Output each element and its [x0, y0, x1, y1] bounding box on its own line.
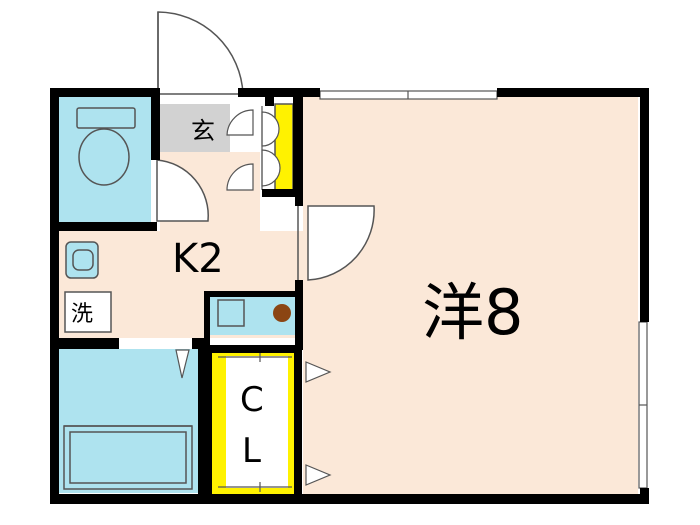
fridge-icon — [217, 299, 245, 327]
bathroom-door — [175, 349, 190, 379]
western-room-door — [297, 205, 375, 281]
entrance-floor — [160, 104, 230, 152]
laundry-box — [64, 291, 112, 333]
entrance-door — [157, 11, 244, 95]
shoe-cabinet-doors — [226, 109, 254, 191]
sink-icon — [65, 241, 99, 279]
kitchen-label: K2 — [172, 236, 224, 282]
western-room-label: 洋8 — [422, 276, 523, 349]
closet-l-label: L — [242, 431, 261, 471]
stove-burner-icon — [273, 304, 291, 322]
closet-c-label: C — [240, 380, 264, 420]
toilet-icon — [76, 107, 136, 186]
window-right — [638, 321, 648, 489]
closet-cl-inner — [226, 356, 288, 488]
toilet-door — [156, 159, 209, 222]
closet-cl-rod — [218, 352, 292, 492]
entrance-label: 玄 — [191, 117, 215, 145]
window-top — [319, 90, 498, 100]
walls — [50, 88, 649, 504]
bathtub-icon — [63, 425, 193, 490]
laundry-label: 洗 — [71, 302, 93, 327]
western-room-floor — [303, 97, 638, 494]
entrance-closet-doors — [261, 106, 281, 190]
